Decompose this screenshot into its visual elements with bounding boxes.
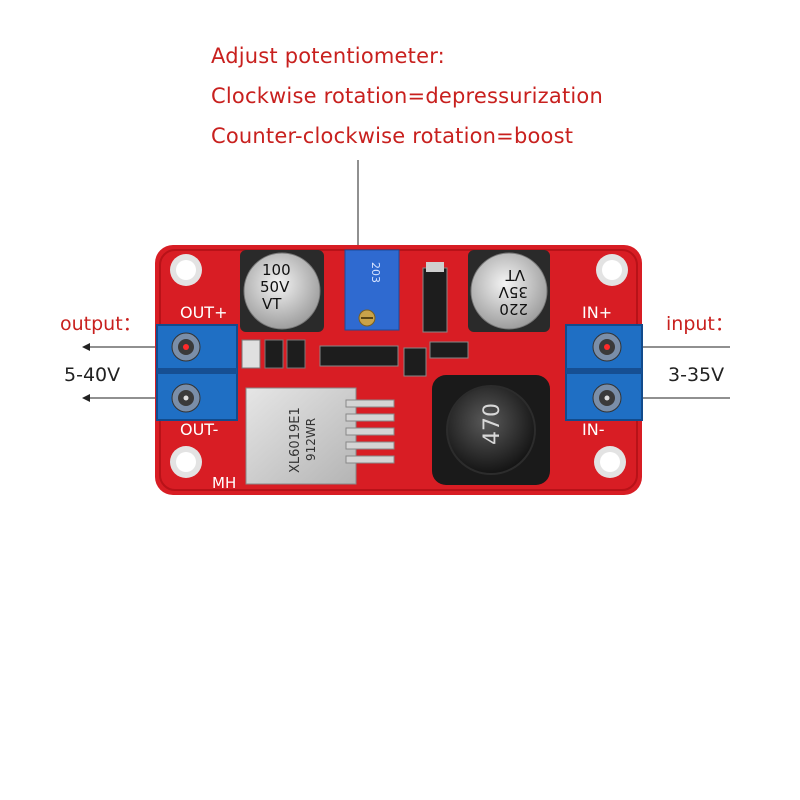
mounting-hole [170, 254, 202, 286]
input-range: 3-35V [668, 364, 725, 386]
inductor: 470 [432, 375, 550, 485]
output-label: output： [60, 313, 142, 335]
cap-right-line3: VT [505, 266, 525, 284]
pot-text: 203 [369, 262, 382, 283]
silk-out-plus: OUT+ [180, 303, 227, 322]
cap-left-line3: VT [262, 295, 282, 313]
instruction-line-3: Counter-clockwise rotation=boost [211, 124, 574, 148]
instruction-line-2: Clockwise rotation=depressurization [211, 84, 603, 108]
silk-in-plus: IN+ [582, 303, 612, 322]
mounting-hole [170, 446, 202, 478]
cap-left-line2: 50V [260, 278, 290, 296]
mounting-hole [596, 254, 628, 286]
cap-right-line1: 220 [499, 300, 528, 318]
smd-transistor [319, 345, 399, 367]
inductor-label: 470 [480, 403, 505, 445]
diode [422, 267, 448, 333]
output-range: 5-40V [64, 364, 121, 386]
instruction-line-1: Adjust potentiometer: [211, 44, 445, 68]
regulator-chip: XL6019E1 912WR [245, 387, 395, 485]
input-label: input： [666, 313, 734, 335]
chip-line1: XL6019E1 [288, 407, 303, 473]
silk-brand: MH [212, 474, 236, 492]
cap-left-line1: 100 [262, 261, 291, 279]
output-terminal-block [156, 324, 238, 421]
input-terminal-block [565, 324, 643, 421]
potentiometer: 203 [344, 249, 400, 331]
capacitor-100uf: 100 50V VT [240, 250, 324, 332]
capacitor-220uf: 220 35V VT [468, 250, 550, 332]
cap-right-line2: 35V [498, 283, 528, 301]
silk-in-minus: IN- [582, 420, 604, 439]
smd-resistor [241, 339, 261, 369]
chip-line2: 912WR [304, 418, 318, 461]
mounting-hole [594, 446, 626, 478]
silk-out-minus: OUT- [180, 420, 218, 439]
